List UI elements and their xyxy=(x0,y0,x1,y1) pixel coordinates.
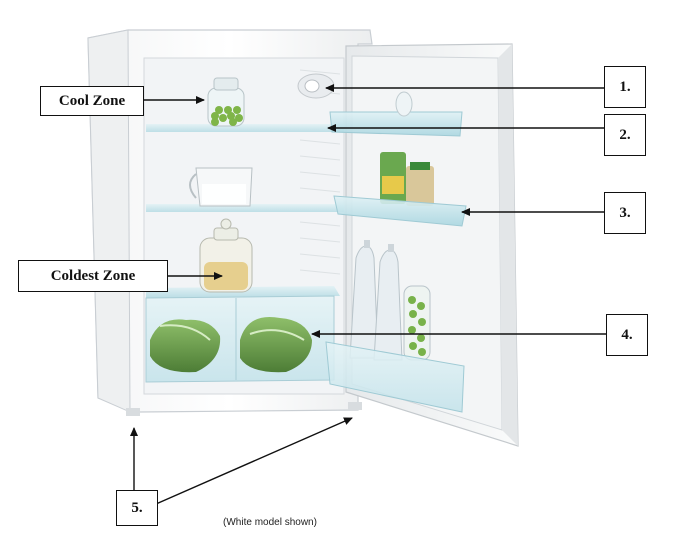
arrow-5-diag xyxy=(155,417,353,505)
door-bin-lower xyxy=(325,240,465,413)
crisper-drawer xyxy=(145,295,335,383)
callout-4: 4. xyxy=(606,314,648,356)
callout-5: 5. xyxy=(116,490,158,526)
lamp-housing xyxy=(297,73,335,99)
glass-shelf-middle xyxy=(146,204,344,212)
measuring-jug xyxy=(189,167,253,207)
jar-of-peas xyxy=(207,77,245,127)
label-coldest-zone: Coldest Zone xyxy=(18,260,168,292)
callout-2: 2. xyxy=(604,114,646,156)
callout-1: 1. xyxy=(604,66,646,108)
glass-shelf-upper xyxy=(146,124,344,132)
jar-of-oil xyxy=(199,218,253,293)
door-shelf-middle xyxy=(333,152,467,227)
caption: (White model shown) xyxy=(223,517,317,528)
callout-3: 3. xyxy=(604,192,646,234)
leader-lines xyxy=(130,84,606,505)
label-cool-zone: Cool Zone xyxy=(40,86,144,116)
